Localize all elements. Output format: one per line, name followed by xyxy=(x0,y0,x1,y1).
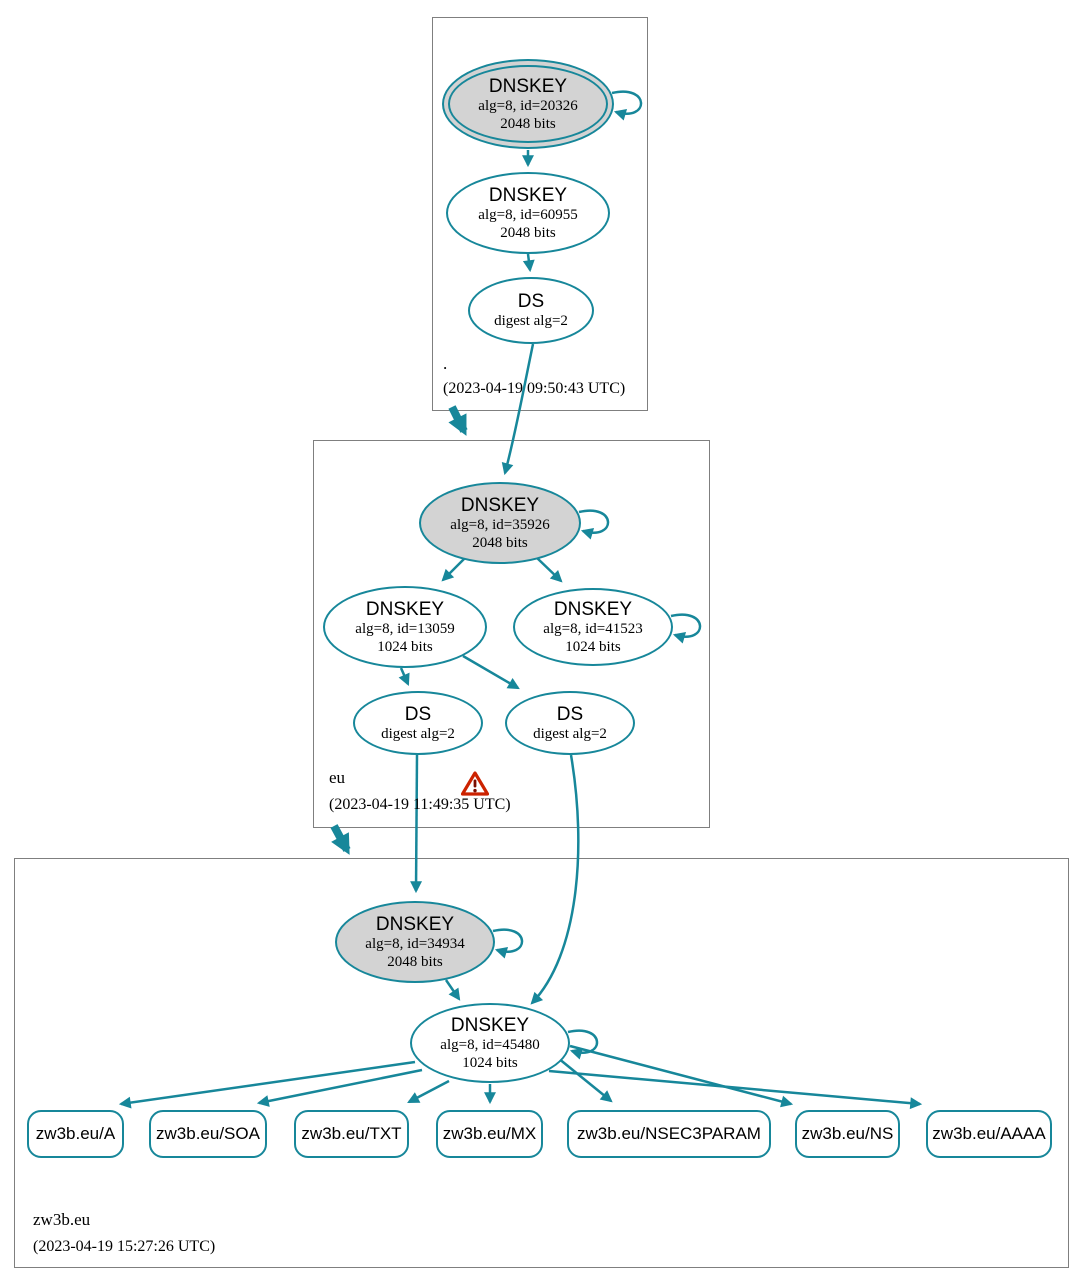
rrset-zw3b-eu-nsec3param[interactable]: zw3b.eu/NSEC3PARAM xyxy=(567,1110,771,1158)
node-bits: 1024 bits xyxy=(565,638,621,655)
rrset-label: zw3b.eu/SOA xyxy=(156,1124,260,1143)
rrset-label: zw3b.eu/A xyxy=(35,1124,116,1143)
rrset-label: zw3b.eu/NSEC3PARAM xyxy=(577,1124,761,1143)
node-bits: 2048 bits xyxy=(472,534,528,551)
eu-ksk-node[interactable]: DNSKEY alg=8, id=35926 2048 bits xyxy=(419,482,581,564)
node-bits: 2048 bits xyxy=(500,224,556,241)
node-title: DNSKEY xyxy=(365,598,445,620)
rrset-zw3b-eu-mx[interactable]: zw3b.eu/MX xyxy=(436,1110,543,1158)
edge-delegation-eu-to-zw3b xyxy=(330,824,351,855)
zw3b-zsk-node[interactable]: DNSKEY alg=8, id=45480 1024 bits xyxy=(410,1003,570,1083)
root-zsk-node[interactable]: DNSKEY alg=8, id=60955 2048 bits xyxy=(446,172,610,254)
eu-zsk1-node[interactable]: DNSKEY alg=8, id=13059 1024 bits xyxy=(323,586,487,668)
eu-ds2-node[interactable]: DS digest alg=2 xyxy=(505,691,635,755)
node-title: DNSKEY xyxy=(450,1014,530,1036)
node-title: DS xyxy=(556,703,584,725)
node-title: DNSKEY xyxy=(553,598,633,620)
eu-zsk2-node[interactable]: DNSKEY alg=8, id=41523 1024 bits xyxy=(513,588,673,666)
node-detail: alg=8, id=41523 xyxy=(543,620,643,637)
eu-ds1-node[interactable]: DS digest alg=2 xyxy=(353,691,483,755)
rrset-zw3b-eu-soa[interactable]: zw3b.eu/SOA xyxy=(149,1110,267,1158)
root-ksk-node[interactable]: DNSKEY alg=8, id=20326 2048 bits xyxy=(442,59,614,149)
zone-timestamp-root: (2023-04-19 09:50:43 UTC) xyxy=(443,380,626,397)
node-detail: digest alg=2 xyxy=(533,725,607,742)
node-bits: 2048 bits xyxy=(500,115,556,132)
zone-timestamp-eu: (2023-04-19 11:49:35 UTC) xyxy=(329,796,511,813)
node-detail: alg=8, id=60955 xyxy=(478,206,578,223)
node-detail: alg=8, id=13059 xyxy=(355,620,455,637)
rrset-label: zw3b.eu/NS xyxy=(801,1124,894,1143)
zone-timestamp-zw3b-eu: (2023-04-19 15:27:26 UTC) xyxy=(33,1238,216,1255)
node-detail: digest alg=2 xyxy=(381,725,455,742)
node-title: DNSKEY xyxy=(375,913,455,935)
node-title: DNSKEY xyxy=(460,494,540,516)
node-title: DNSKEY xyxy=(488,184,568,206)
zone-label-zw3b-eu: zw3b.eu xyxy=(33,1210,91,1229)
node-bits: 1024 bits xyxy=(462,1054,518,1071)
rrset-zw3b-eu-aaaa[interactable]: zw3b.eu/AAAA xyxy=(926,1110,1052,1158)
node-detail: alg=8, id=34934 xyxy=(365,935,465,952)
root-ds-node[interactable]: DS digest alg=2 xyxy=(468,277,594,344)
node-detail: alg=8, id=20326 xyxy=(478,97,578,114)
rrset-zw3b-eu-ns[interactable]: zw3b.eu/NS xyxy=(795,1110,900,1158)
node-bits: 2048 bits xyxy=(387,953,443,970)
rrset-label: zw3b.eu/AAAA xyxy=(932,1124,1046,1143)
node-detail: digest alg=2 xyxy=(494,313,568,329)
node-title: DNSKEY xyxy=(488,75,568,97)
node-bits: 1024 bits xyxy=(377,638,433,655)
rrset-label: zw3b.eu/MX xyxy=(442,1124,537,1143)
node-title: DS xyxy=(517,291,545,312)
rrset-label: zw3b.eu/TXT xyxy=(301,1124,402,1143)
node-detail: alg=8, id=35926 xyxy=(450,516,550,533)
rrset-zw3b-eu-a[interactable]: zw3b.eu/A xyxy=(27,1110,124,1158)
rrset-zw3b-eu-txt[interactable]: zw3b.eu/TXT xyxy=(294,1110,409,1158)
zw3b-ksk-node[interactable]: DNSKEY alg=8, id=34934 2048 bits xyxy=(335,901,495,983)
zone-label-root: . xyxy=(443,354,448,373)
zone-label-eu: eu xyxy=(329,768,346,787)
warning-icon[interactable] xyxy=(461,771,489,796)
zone-box-root xyxy=(432,17,648,411)
node-title: DS xyxy=(404,703,432,725)
node-detail: alg=8, id=45480 xyxy=(440,1036,540,1053)
